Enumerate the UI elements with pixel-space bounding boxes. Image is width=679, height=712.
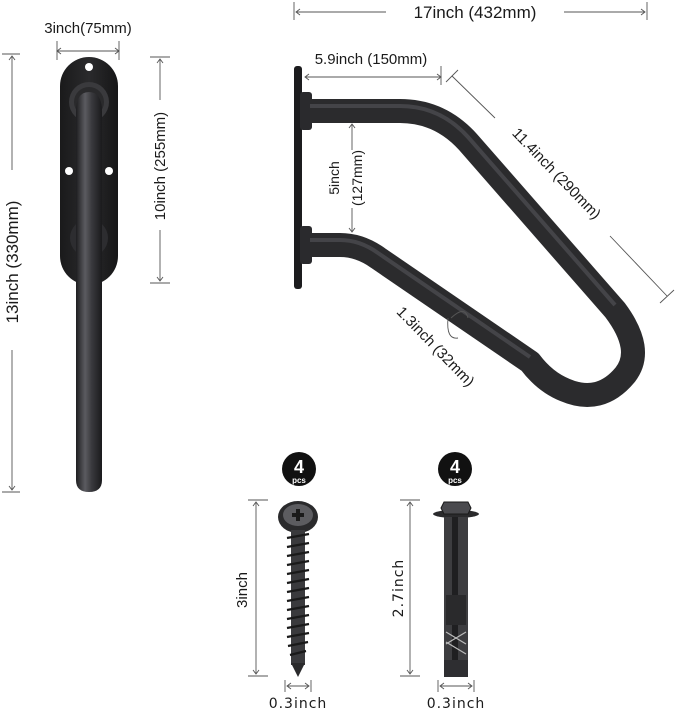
wall-offset-label: 5.9inch (150mm) [315,51,428,68]
screw-hole [85,63,93,71]
plate-width-label: 3inch(75mm) [44,20,132,37]
quantity-unit: pcs [448,476,462,485]
handrail-tube-front [76,92,102,492]
quantity-badge: 4 pcs [282,452,316,486]
quantity-badge: 4 pcs [438,452,472,486]
total-depth-label: 17inch (432mm) [414,3,537,22]
arm-gap-label-line2: (127mm) [349,150,365,206]
hardware-anchor-bolt: 4 pcs 2.7inch 0.3inc [391,452,486,712]
screw-hole [65,167,73,175]
total-height-dimension: 13inch (330mm) [2,53,22,493]
front-view: 3inch(75mm) 13inch (330mm) 10inch (255mm… [2,20,170,493]
screw-hole [105,167,113,175]
diagonal-length-dimension: 11.4inch (290mm) [445,69,675,304]
handrail-tube-side [310,99,645,407]
plate-width-dimension: 3inch(75mm) [44,20,132,60]
mount-spacing-dimension: 10inch (255mm) [150,56,170,284]
anchor-width-label: 0.3inch [427,696,486,712]
quantity-number: 4 [294,457,304,477]
quantity-number: 4 [450,457,460,477]
quantity-unit: pcs [292,476,306,485]
total-depth-dimension: 17inch (432mm) [293,2,648,22]
mount-spacing-label: 10inch (255mm) [152,112,169,220]
arm-gap-label-line1: 5inch [326,161,342,194]
total-height-label: 13inch (330mm) [3,201,22,324]
hardware-wood-screw: 4 pcs 3inch [234,452,328,712]
side-view: 17inch (432mm) 5.9inch (150mm) 11.4inch … [293,2,675,407]
anchor-length-label: 2.7inch [391,559,407,618]
arm-gap-dimension: 5inch (127mm) [326,123,365,233]
screw-width-label: 0.3inch [269,696,328,712]
screw-icon [278,501,318,677]
screw-length-label: 3inch [234,572,251,608]
anchor-bolt-icon [433,501,479,677]
wall-flange [294,66,312,289]
wall-offset-dimension: 5.9inch (150mm) [304,51,442,85]
